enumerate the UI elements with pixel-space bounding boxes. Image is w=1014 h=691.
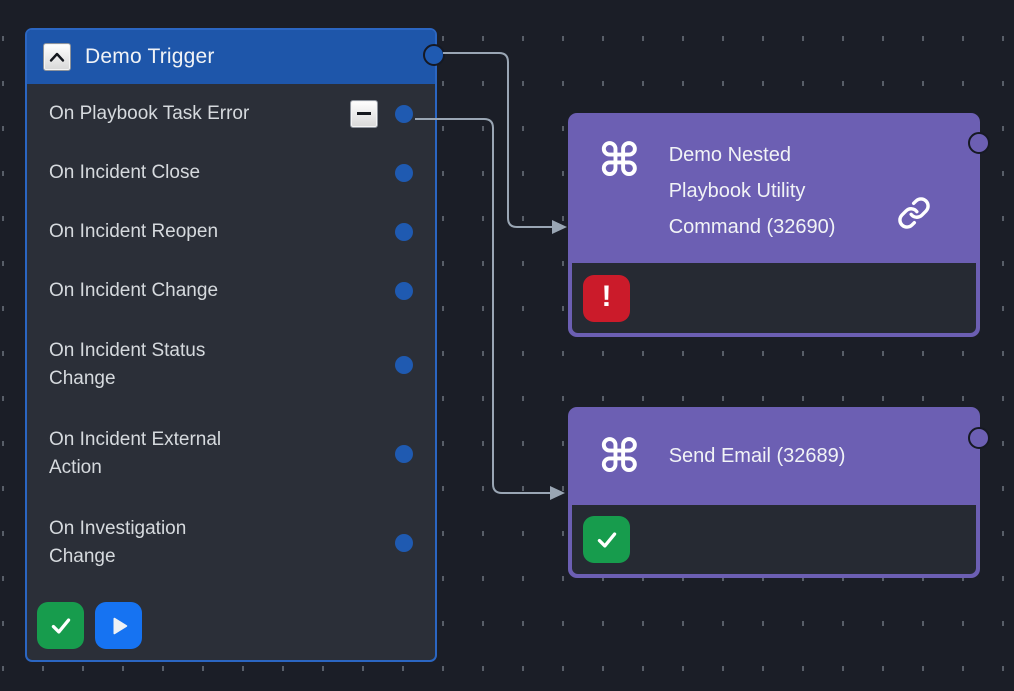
node-header: ⌘ Demo Nested Playbook Utility Command (… bbox=[568, 113, 980, 263]
output-row: On Incident Status Change bbox=[27, 320, 435, 409]
run-button[interactable] bbox=[95, 602, 142, 649]
exclamation-icon: ! bbox=[601, 279, 612, 313]
output-port[interactable] bbox=[395, 222, 413, 241]
trigger-output-list: On Playbook Task Error On Incident Close… bbox=[27, 84, 435, 587]
output-port[interactable] bbox=[395, 163, 413, 182]
task-node-demo-nested-playbook[interactable]: ⌘ Demo Nested Playbook Utility Command (… bbox=[568, 113, 990, 337]
output-port[interactable] bbox=[395, 104, 413, 123]
output-label: On Incident Close bbox=[49, 161, 201, 183]
node-title: Send Email (32689) bbox=[668, 445, 846, 467]
output-label: On Incident Reopen bbox=[49, 220, 219, 242]
collapse-button[interactable] bbox=[43, 43, 71, 71]
output-label: On Incident External Action bbox=[49, 428, 222, 478]
chevron-up-icon bbox=[49, 52, 65, 62]
node-output-port[interactable] bbox=[968, 132, 990, 154]
edge-trigger-to-node1 bbox=[443, 52, 552, 228]
output-row: On Investigation Change bbox=[27, 498, 435, 587]
output-port[interactable] bbox=[395, 355, 413, 374]
command-icon: ⌘ bbox=[598, 429, 641, 483]
output-row: On Incident External Action bbox=[27, 409, 435, 498]
output-label: On Investigation Change bbox=[49, 517, 187, 567]
task-node-send-email[interactable]: ⌘ Send Email (32689) bbox=[568, 407, 990, 578]
trigger-title: Demo Trigger bbox=[85, 45, 215, 68]
output-port[interactable] bbox=[395, 533, 413, 552]
minus-icon bbox=[357, 112, 371, 115]
remove-output-button[interactable] bbox=[350, 99, 378, 128]
error-status-badge[interactable]: ! bbox=[583, 274, 630, 322]
nested-playbook-link-button[interactable] bbox=[897, 196, 931, 230]
arrowhead-icon bbox=[552, 220, 567, 234]
output-port[interactable] bbox=[395, 444, 413, 463]
trigger-actions bbox=[27, 587, 435, 649]
output-row: On Playbook Task Error bbox=[27, 84, 435, 143]
node-header: ⌘ Send Email (32689) bbox=[568, 407, 980, 505]
command-icon: ⌘ bbox=[598, 133, 641, 187]
check-icon bbox=[597, 531, 616, 548]
node-title: Demo Nested Playbook Utility Command (32… bbox=[668, 144, 836, 238]
output-label: On Incident Status Change bbox=[49, 339, 206, 389]
output-row: On Incident Reopen bbox=[27, 202, 435, 261]
output-row: On Incident Close bbox=[27, 143, 435, 202]
arrowhead-icon bbox=[550, 486, 565, 500]
trigger-output-port[interactable] bbox=[423, 44, 445, 66]
play-icon bbox=[113, 617, 127, 634]
link-icon bbox=[897, 197, 930, 229]
node-status-bar: ! bbox=[572, 263, 976, 333]
trigger-node-demo-trigger[interactable]: Demo Trigger On Playbook Task Error On I… bbox=[25, 28, 445, 662]
complete-button[interactable] bbox=[37, 602, 84, 649]
check-icon bbox=[51, 617, 70, 634]
output-port[interactable] bbox=[395, 281, 413, 300]
success-status-badge bbox=[583, 516, 630, 563]
output-label: On Incident Change bbox=[49, 279, 219, 301]
node-output-port[interactable] bbox=[968, 427, 990, 449]
output-label: On Playbook Task Error bbox=[49, 102, 250, 124]
output-row: On Incident Change bbox=[27, 261, 435, 320]
trigger-header[interactable]: Demo Trigger bbox=[27, 30, 445, 84]
node-status-bar bbox=[572, 505, 976, 574]
